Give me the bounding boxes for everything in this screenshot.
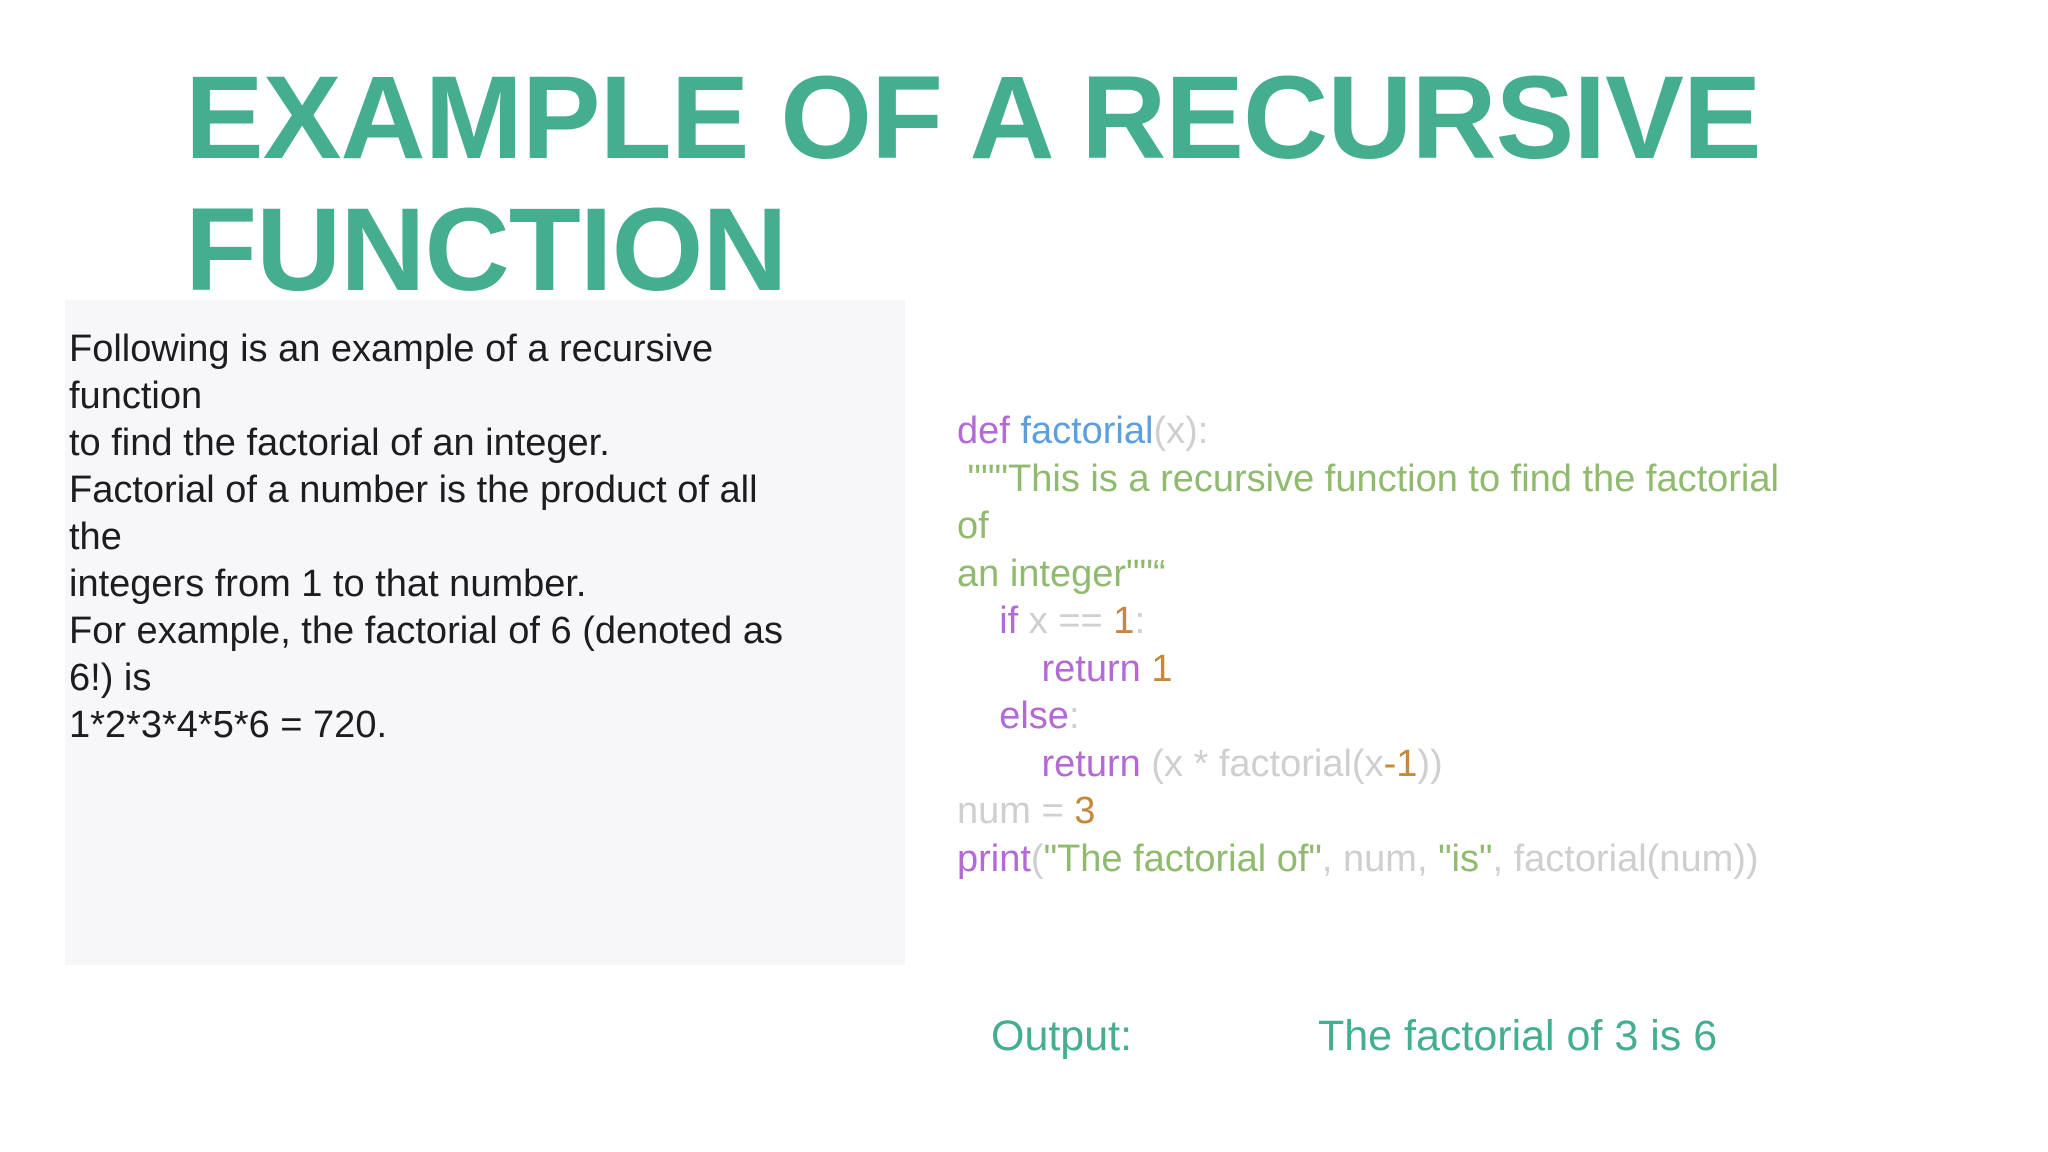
code-line: num = 3 (957, 790, 1096, 832)
code-line: of (957, 505, 989, 547)
description-text: Following is an example of a recursive f… (69, 328, 783, 746)
code-block: def factorial(x): """This is a recursive… (957, 408, 1779, 883)
description-panel: Following is an example of a recursive f… (65, 300, 905, 965)
code-line: return (x * factorial(x-1)) (1041, 742, 1443, 785)
code-line: print("The factorial of", num, "is", fac… (957, 837, 1759, 880)
slide-title: EXAMPLE OF A RECURSIVE FUNCTION (185, 52, 1762, 316)
code-line: """This is a recursive function to find … (957, 457, 1779, 500)
output-value: The factorial of 3 is 6 (1318, 1012, 1718, 1060)
output-label: Output: (991, 1012, 1133, 1060)
code-line: an integer""“ (957, 552, 1166, 595)
code-line: if x == 1: (999, 600, 1145, 642)
code-line: def factorial(x): (957, 410, 1209, 452)
code-line: else: (999, 695, 1080, 737)
code-line: return 1 (1041, 647, 1173, 690)
